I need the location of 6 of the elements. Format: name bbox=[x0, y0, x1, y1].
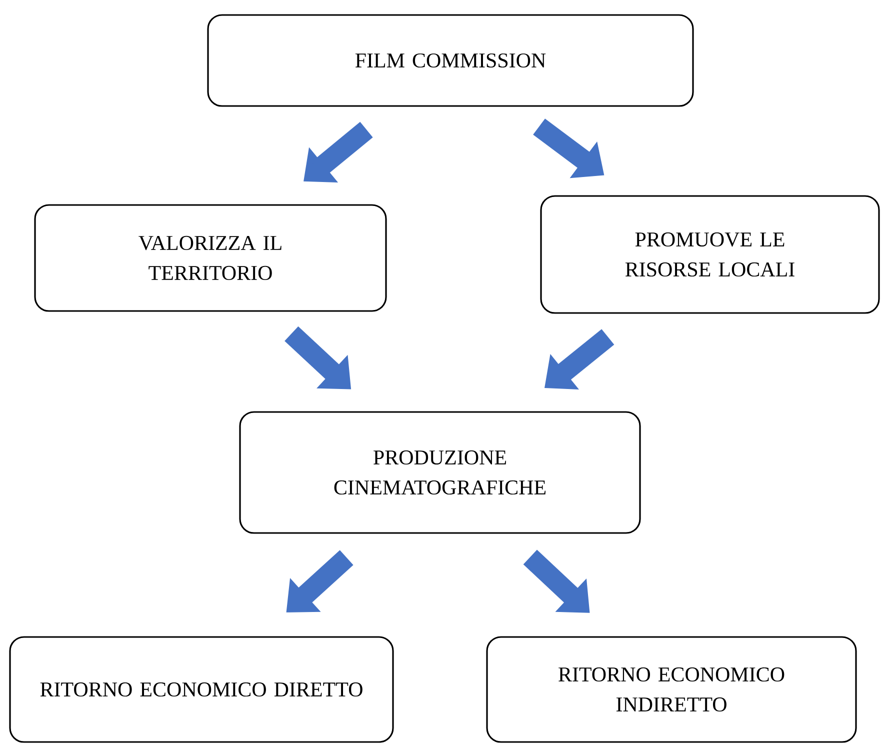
process-box: PROMUOVE LE RISORSE LOCALI bbox=[540, 195, 880, 314]
process-box: VALORIZZA IL TERRITORIO bbox=[34, 204, 387, 312]
process-box: PRODUZIONE CINEMATOGRAFICHE bbox=[239, 411, 641, 534]
process-box: FILM COMMISSION bbox=[207, 14, 694, 107]
process-box: RITORNO ECONOMICO INDIRETTO bbox=[486, 636, 857, 743]
process-box: RITORNO ECONOMICO DIRETTO bbox=[9, 636, 394, 743]
